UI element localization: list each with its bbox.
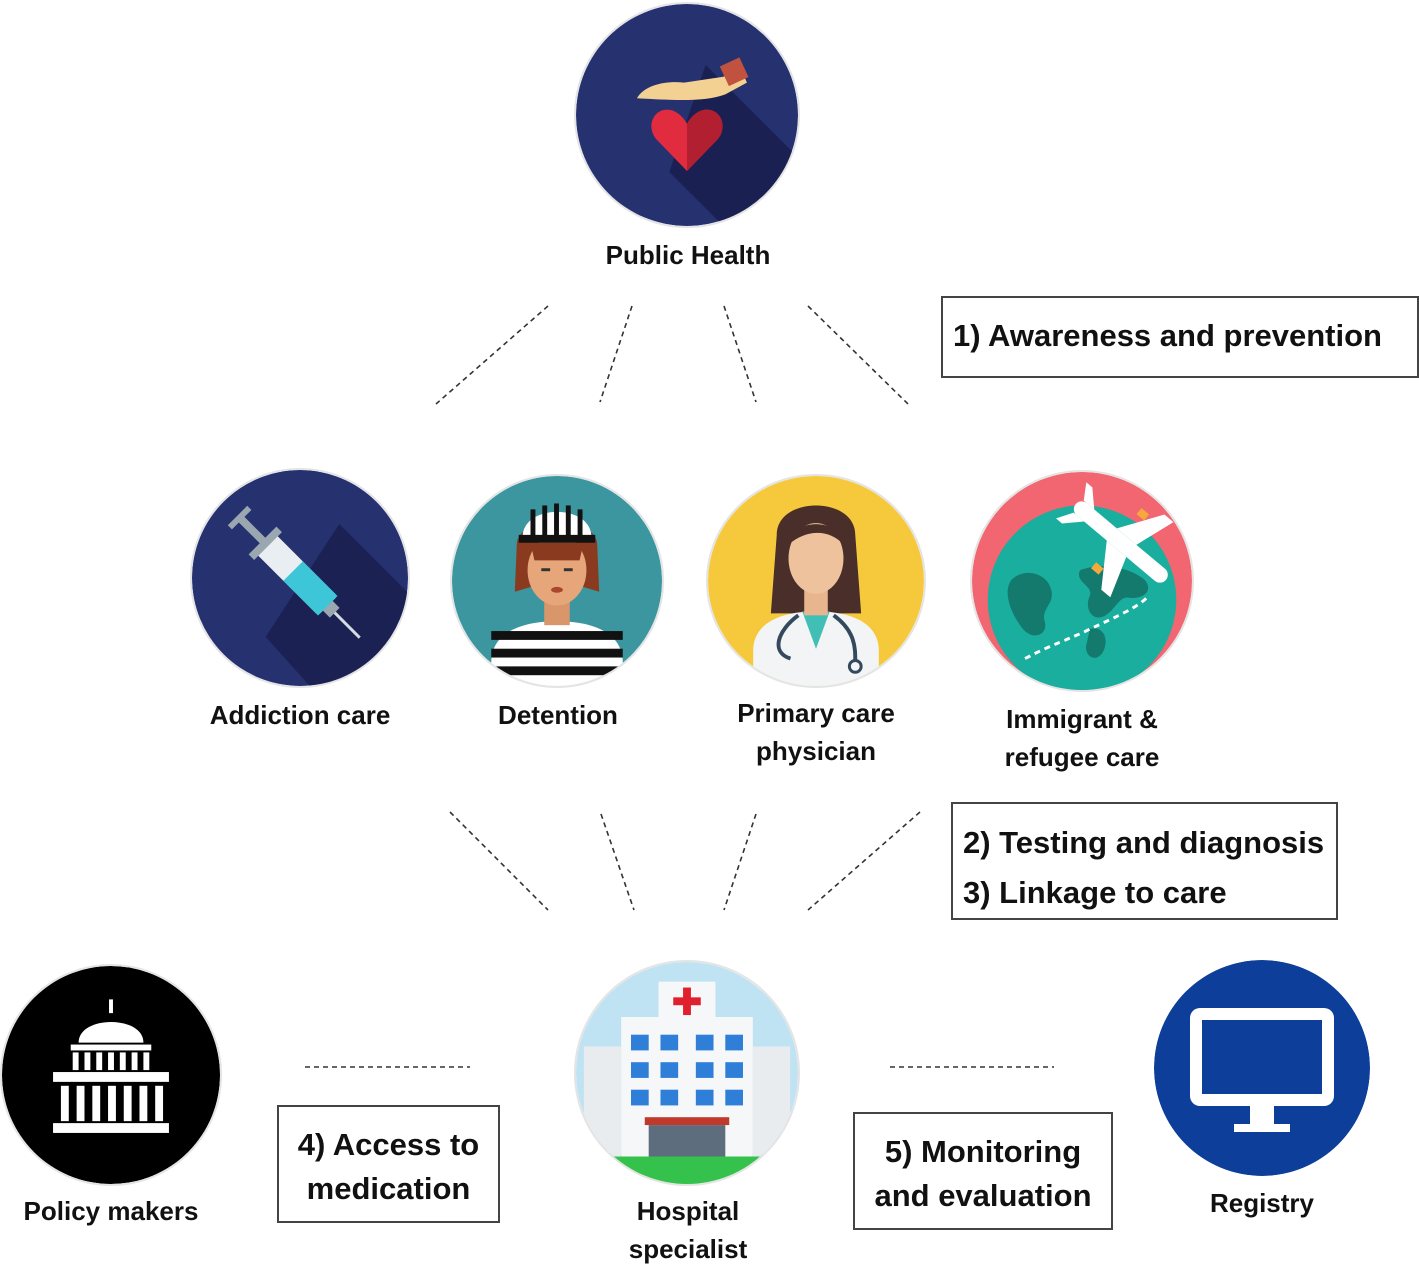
- connector-public-health-primary-care: [723, 305, 757, 403]
- step-5-text-line1: 5) Monitoring: [884, 1134, 1082, 1169]
- capitol-building-icon: [2, 966, 220, 1184]
- hospital-icon: [576, 962, 798, 1184]
- step-4-text-line1: 4) Access to: [297, 1127, 480, 1162]
- primary-care-circle: [706, 474, 926, 688]
- hospital-label: Hospital specialist: [558, 1192, 818, 1265]
- step-4-text-line2: medication: [306, 1171, 471, 1206]
- connector-immigrant-hospital: [807, 811, 921, 911]
- connector-public-health-addiction: [435, 305, 549, 405]
- detention-label: Detention: [498, 700, 618, 730]
- policy-makers-label: Policy makers: [23, 1196, 199, 1226]
- step-2-text: 2) Testing and diagnosis: [963, 825, 1325, 860]
- connector-primary-care-hospital: [723, 813, 757, 911]
- registry-circle: [1154, 960, 1370, 1176]
- doctor-icon: [708, 476, 924, 686]
- addiction-care-circle: [190, 468, 410, 688]
- globe-airplane-icon: [972, 472, 1192, 690]
- public-health-label: Public Health: [605, 240, 771, 270]
- registry-label: Registry: [1209, 1188, 1315, 1218]
- detention-circle: [450, 474, 664, 688]
- step-2-3-box: 2) Testing and diagnosis 3) Linkage to c…: [951, 802, 1338, 920]
- step-1-box: 1) Awareness and prevention: [941, 296, 1419, 378]
- step-5-text-line2: and evaluation: [874, 1178, 1092, 1213]
- hospital-label-line1: Hospital: [636, 1196, 740, 1226]
- connector-public-health-detention: [599, 305, 633, 403]
- prisoner-icon: [452, 476, 662, 686]
- immigrant-care-label-line2: refugee care: [1004, 742, 1160, 772]
- hospital-label-line2: specialist: [628, 1234, 748, 1264]
- addiction-care-label: Addiction care: [209, 700, 391, 730]
- immigrant-care-label: Immigrant & refugee care: [952, 700, 1212, 776]
- primary-care-label: Primary care physician: [676, 694, 956, 770]
- syringe-icon: [192, 470, 408, 686]
- immigrant-care-circle: [970, 470, 1194, 692]
- step-4-box: 4) Access to medication: [277, 1105, 500, 1223]
- immigrant-care-label-line1: Immigrant &: [1006, 704, 1158, 734]
- step-1-text: 1) Awareness and prevention: [953, 318, 1382, 353]
- hospital-circle: [574, 960, 800, 1186]
- public-health-circle: [574, 2, 800, 228]
- step-5-box: 5) Monitoring and evaluation: [853, 1112, 1113, 1230]
- primary-care-label-line2: physician: [756, 736, 876, 766]
- step-3-text: 3) Linkage to care: [963, 875, 1227, 910]
- connector-detention-hospital: [600, 813, 635, 911]
- connector-public-health-immigrant: [807, 305, 909, 405]
- primary-care-label-line1: Primary care: [737, 698, 895, 728]
- computer-monitor-icon: [1154, 960, 1370, 1176]
- connector-addiction-hospital: [449, 811, 549, 911]
- policy-makers-circle: [0, 964, 222, 1186]
- hand-heart-icon: [576, 4, 798, 226]
